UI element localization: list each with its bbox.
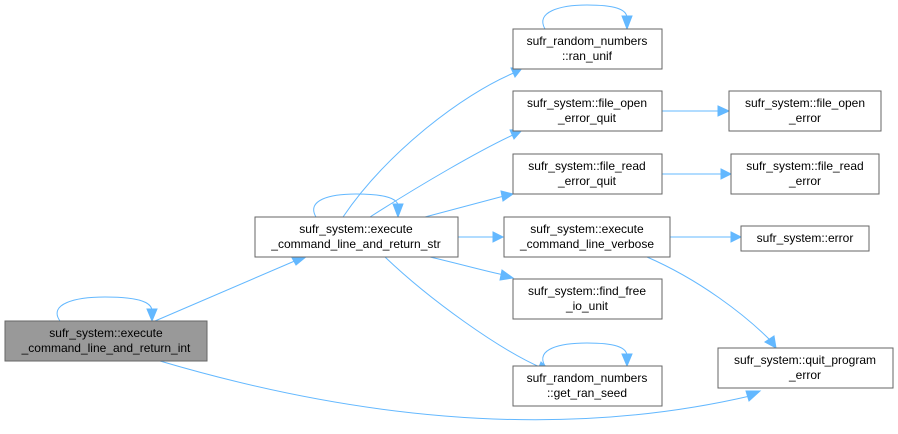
node-execute-command-line-verbose[interactable]: sufr_system::execute _command_line_verbo… (503, 216, 671, 258)
node-file-read-error[interactable]: sufr_system::file_read _error (730, 153, 880, 195)
node-file-open-error-quit[interactable]: sufr_system::file_open _error_quit (512, 90, 663, 132)
node-execute-command-line-and-return-str[interactable]: sufr_system::execute _command_line_and_r… (254, 216, 459, 258)
node-get-ran-seed[interactable]: sufr_random_numbers ::get_ran_seed (512, 365, 663, 407)
edge-exec-verbose-to-quit-program (646, 256, 777, 349)
node-label-line: sufr_system::execute (530, 222, 644, 236)
node-label-line: ::get_ran_seed (547, 386, 627, 400)
node-label-line: sufr_system::execute (49, 326, 163, 340)
node-label-line: _error_quit (557, 111, 617, 125)
node-label-line: _io_unit (565, 299, 609, 313)
edge-exec-str-to-file-read-quit (424, 190, 515, 218)
node-label-line: sufr_system::file_read (746, 159, 863, 173)
node-label-line: ::ran_unif (562, 49, 613, 63)
node-label-line: _command_line_and_return_str (270, 237, 440, 251)
node-label-line: _error_quit (557, 174, 617, 188)
node-find-free-io-unit[interactable]: sufr_system::find_free _io_unit (512, 278, 663, 320)
edge-exec-str-self (313, 193, 404, 219)
edge-file-read-quit-to-file-read-error (662, 168, 733, 180)
edge-exec-int-to-exec-str (154, 255, 309, 322)
node-error[interactable]: sufr_system::error (740, 225, 870, 252)
edge-exec-str-to-exec-verbose (458, 231, 505, 243)
node-label-line: sufr_system::file_open (745, 96, 865, 110)
nodes-layer: sufr_system::execute _command_line_and_r… (4, 28, 894, 407)
edge-exec-int-self (56, 296, 158, 323)
edge-exec-verbose-to-error (670, 231, 743, 243)
node-label-line: sufr_system::error (757, 231, 854, 245)
node-label-line: sufr_system::execute (299, 222, 413, 236)
node-label-line: sufr_system::file_open (527, 96, 647, 110)
edge-file-open-quit-to-file-open-error (662, 105, 731, 117)
edges-layer (56, 4, 777, 421)
edge-get-ran-seed-self (542, 342, 633, 368)
node-label-line: sufr_random_numbers (527, 371, 648, 385)
node-label-line: sufr_system::find_free (528, 284, 646, 298)
edge-ran-unif-self (542, 4, 633, 31)
node-label-line: _error (788, 111, 821, 125)
node-label-line: _command_line_verbose (519, 237, 654, 251)
node-file-read-error-quit[interactable]: sufr_system::file_read _error_quit (512, 153, 663, 195)
node-ran-unif[interactable]: sufr_random_numbers ::ran_unif (512, 28, 663, 70)
node-label-line: sufr_system::file_read (528, 159, 645, 173)
node-label-line: _error (788, 368, 821, 382)
edge-exec-str-to-find-free (429, 256, 515, 281)
edge-exec-int-to-quit-program (159, 360, 762, 421)
node-label-line: _error (788, 174, 821, 188)
node-label-line: sufr_system::quit_program (734, 353, 876, 367)
node-quit-program-error[interactable]: sufr_system::quit_program _error (717, 347, 894, 389)
node-execute-command-line-and-return-int[interactable]: sufr_system::execute _command_line_and_r… (4, 320, 208, 362)
node-label-line: _command_line_and_return_int (21, 341, 191, 355)
node-label-line: sufr_random_numbers (527, 34, 648, 48)
node-file-open-error[interactable]: sufr_system::file_open _error (728, 90, 882, 132)
